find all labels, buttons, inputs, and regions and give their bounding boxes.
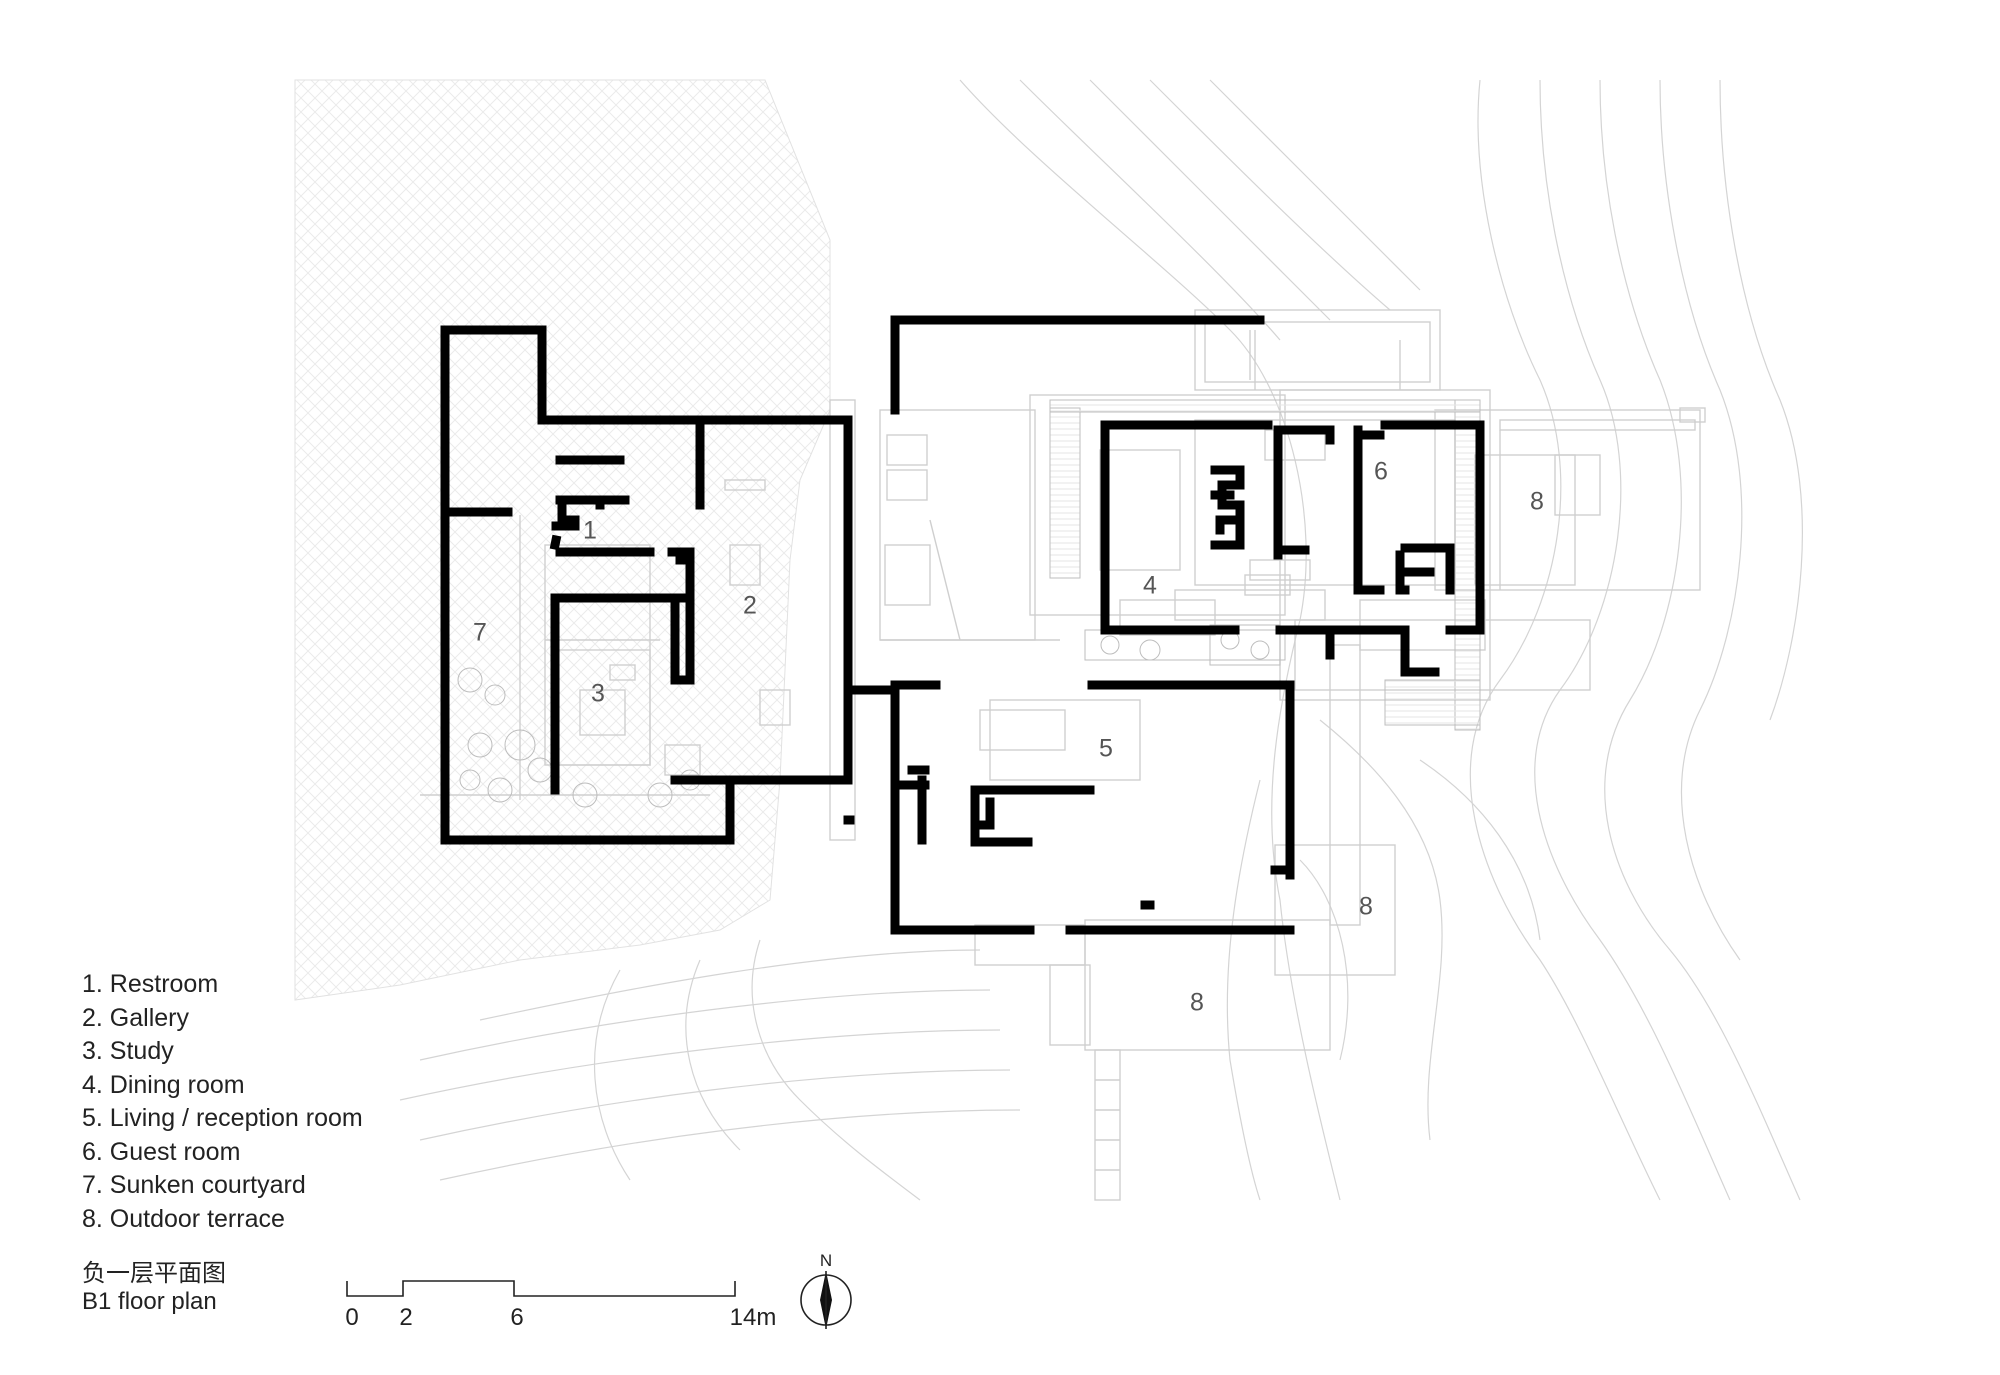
legend-item: 5. Living / reception room <box>82 1104 363 1132</box>
room-number-labels: 1 2 3 4 5 6 7 8 8 8 <box>473 458 1544 1017</box>
room-label-terrace: 8 <box>1190 989 1204 1017</box>
room-label-terrace: 8 <box>1359 893 1373 921</box>
scale-bar <box>346 1280 736 1297</box>
scale-tick-6: 6 <box>510 1304 523 1331</box>
room-label-dining: 4 <box>1143 572 1157 600</box>
room-label-guest: 6 <box>1374 458 1388 486</box>
scale-tick-0: 0 <box>345 1304 358 1331</box>
plan-title-en: B1 floor plan <box>82 1288 217 1315</box>
room-legend: 1. Restroom 2. Gallery 3. Study 4. Dinin… <box>82 968 363 1236</box>
room-label-terrace: 8 <box>1530 488 1544 516</box>
scale-bar-ticks: 0 2 6 14m <box>345 1304 776 1331</box>
north-label: N <box>820 1251 832 1270</box>
paved-ground <box>294 79 831 1001</box>
legend-item: 2. Gallery <box>82 1003 189 1032</box>
plan-title: 负一层平面图 B1 floor plan <box>82 1260 226 1316</box>
room-label-living: 5 <box>1099 735 1113 763</box>
scale-tick-2: 2 <box>399 1304 412 1331</box>
contour-lines <box>399 79 1803 1201</box>
legend-item: 4. Dining room <box>82 1070 245 1099</box>
legend-item: 1. Restroom <box>82 970 219 998</box>
thin-plan-lines <box>420 309 1706 1201</box>
room-label-restroom: 1 <box>583 517 597 545</box>
deck-hatch <box>1049 399 1481 731</box>
walls <box>440 315 1485 935</box>
legend-item: 8. Outdoor terrace <box>82 1204 285 1233</box>
scale-tick-14m: 14m <box>730 1304 777 1331</box>
room-label-study: 3 <box>591 680 605 708</box>
legend-item: 6. Guest room <box>82 1137 241 1166</box>
legend-item: 3. Study <box>82 1037 174 1065</box>
room-label-courtyard: 7 <box>473 619 487 647</box>
room-label-gallery: 2 <box>743 592 757 620</box>
legend-item: 7. Sunken courtyard <box>82 1171 306 1199</box>
plan-title-cn: 负一层平面图 <box>82 1260 226 1287</box>
north-arrow-icon: N <box>800 1251 852 1329</box>
